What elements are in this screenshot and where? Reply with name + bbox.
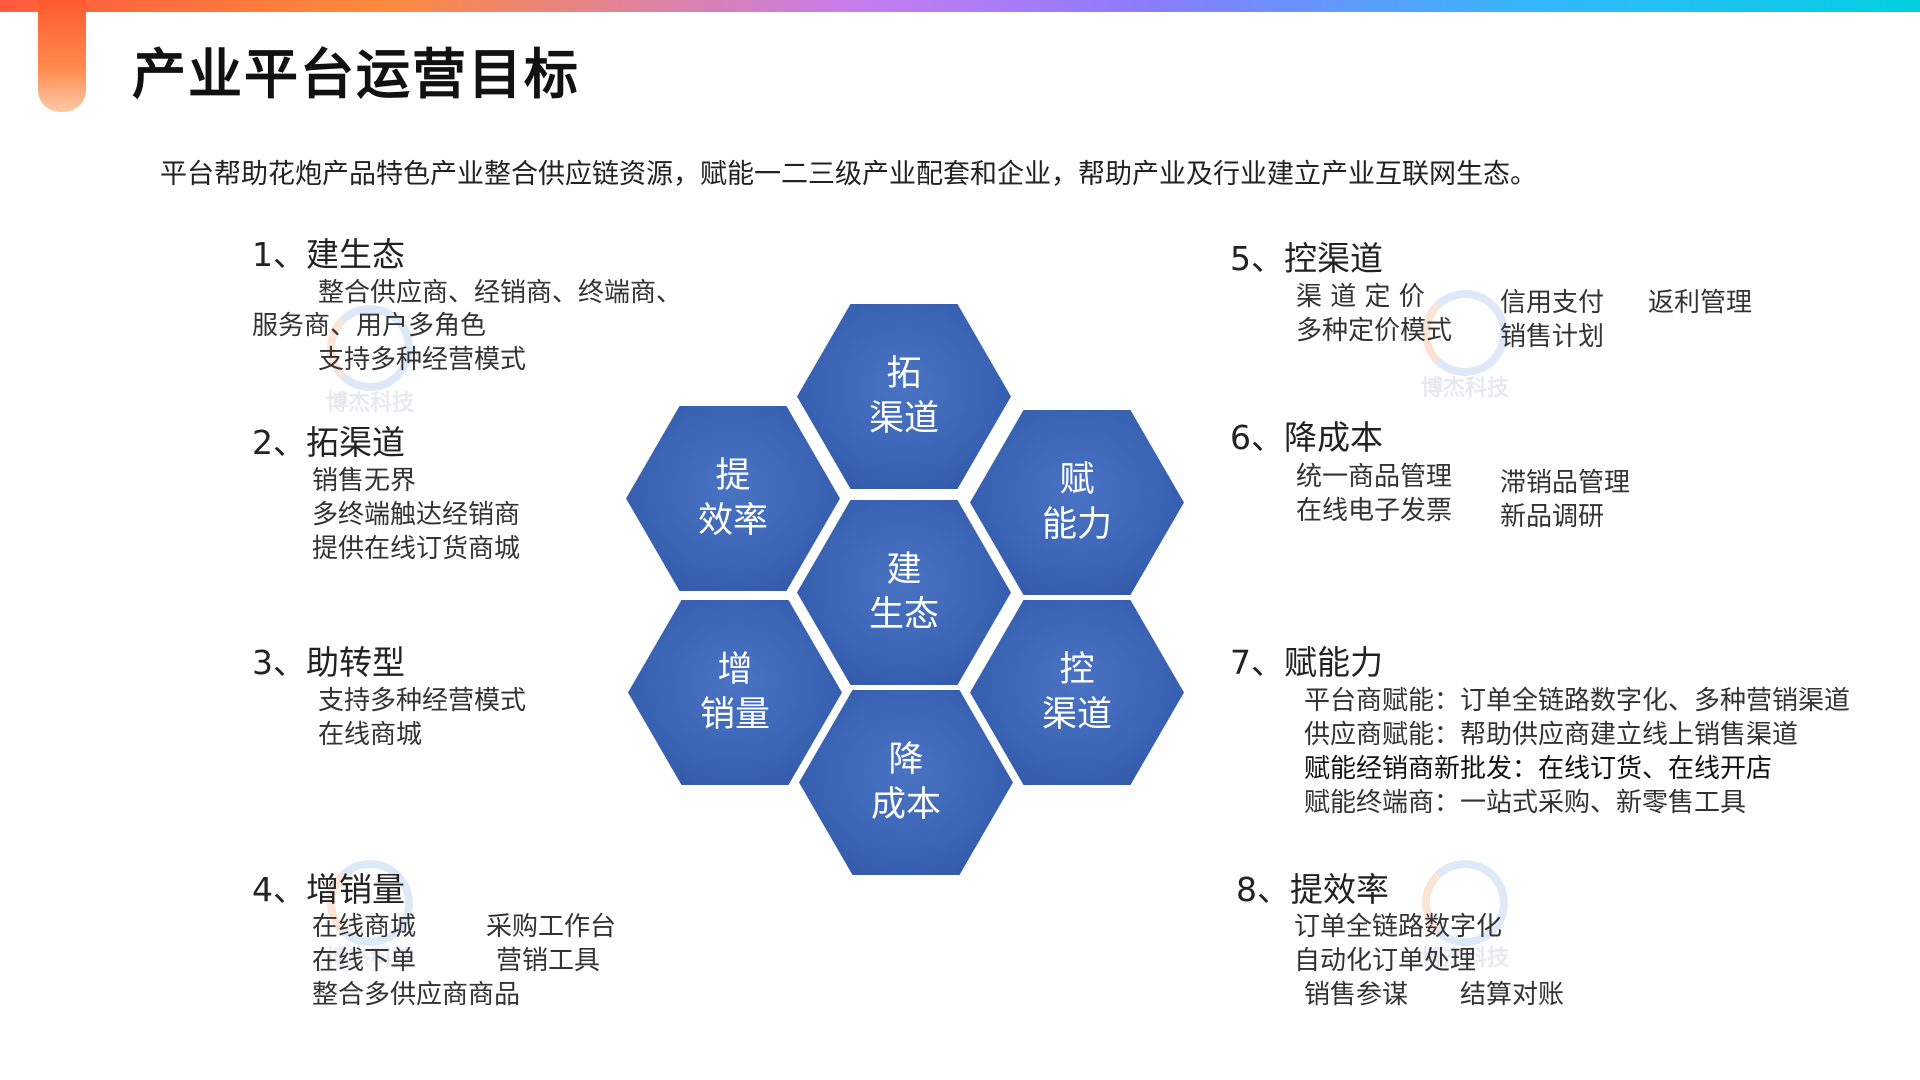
section-heading: 7、赋能力 [1230,643,1383,682]
section-line: 销售参谋 [1304,980,1409,1010]
section-line: 服务商、用户多角色 [252,311,487,341]
section-line: 滞销品管理 [1500,468,1631,498]
section-line: 多种定价模式 [1296,316,1453,346]
title-accent-tab [38,0,86,112]
hex-empower: 赋能力 [970,410,1184,595]
hex-increase-sales: 增销量 [628,600,842,785]
page-title: 产业平台运营目标 [132,43,580,106]
section-line: 多终端触达经销商 [312,500,521,530]
section-line: 在线商城 [318,720,423,750]
section-line: 结算对账 [1460,980,1565,1010]
hex-ecosystem: 建生态 [797,500,1011,685]
section-line: 平台商赋能：订单全链路数字化、多种营销渠道 [1304,686,1851,716]
section-line: 信用支付 [1500,288,1605,318]
top-gradient-bar [0,0,1920,12]
section-line: 整合供应商、经销商、终端商、 [318,278,683,308]
section-line: 支持多种经营模式 [318,345,527,375]
section-line: 在线商城 [312,912,417,942]
section-heading: 3、助转型 [252,643,405,682]
hex-efficiency: 提效率 [626,406,840,591]
section-heading: 2、拓渠道 [252,423,405,462]
section-line: 供应商赋能：帮助供应商建立线上销售渠道 [1304,720,1799,750]
section-line: 订单全链路数字化 [1294,912,1503,942]
section-line: 赋能终端商：一站式采购、新零售工具 [1304,788,1747,818]
section-heading: 8、提效率 [1236,870,1389,909]
section-line: 自动化订单处理 [1294,946,1477,976]
section-line: 销售计划 [1500,322,1605,352]
section-heading: 4、增销量 [252,870,405,909]
section-line: 新品调研 [1500,502,1605,532]
section-heading: 1、建生态 [252,235,405,274]
section-heading: 6、降成本 [1230,418,1383,457]
section-line: 营销工具 [496,946,601,976]
section-line: 支持多种经营模式 [318,686,527,716]
hex-expand-channels: 拓渠道 [797,304,1011,489]
section-line: 销售无界 [312,466,417,496]
section-heading: 5、控渠道 [1230,239,1383,278]
section-line: 在线下单 [312,946,417,976]
hex-control-channels: 控渠道 [970,600,1184,785]
section-line: 返利管理 [1648,288,1753,318]
section-line: 统一商品管理 [1296,462,1453,492]
section-line: 采购工作台 [486,912,617,942]
section-line: 赋能经销商新批发：在线订货、在线开店 [1304,754,1773,784]
section-line: 渠 道 定 价 [1296,282,1425,312]
section-line: 在线电子发票 [1296,496,1453,526]
intro-text: 平台帮助花炮产品特色产业整合供应链资源，赋能一二三级产业配套和企业，帮助产业及行… [160,159,1537,190]
hex-reduce-costs: 降成本 [799,690,1013,875]
section-line: 整合多供应商商品 [312,980,521,1010]
section-line: 提供在线订货商城 [312,534,521,564]
